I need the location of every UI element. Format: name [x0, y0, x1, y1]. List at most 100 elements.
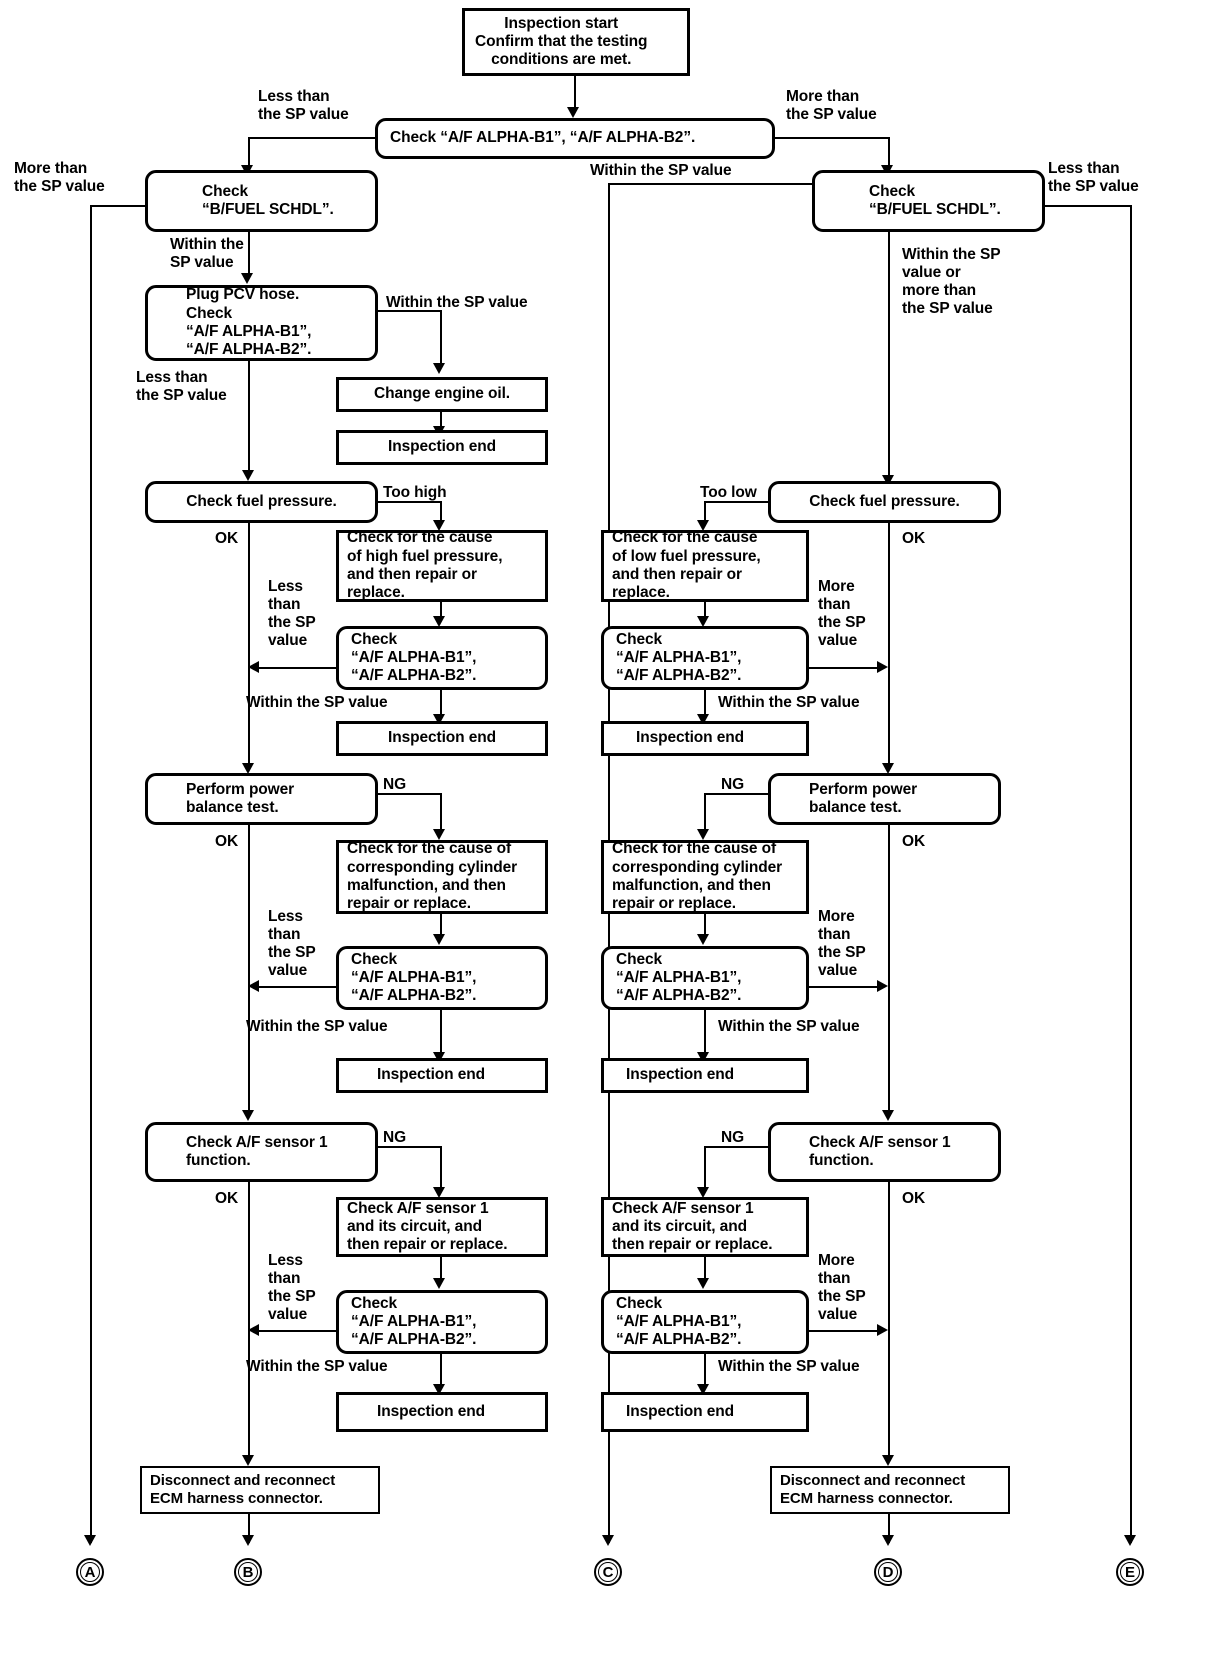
rail-A — [90, 205, 92, 1543]
label-more-than-sp-top-right: More than the SP value — [786, 88, 877, 123]
connector-pb-right-ok — [888, 825, 890, 1115]
connector-alpha-right-2-down — [704, 1010, 706, 1056]
arrow-alpha-right-3-back — [877, 1323, 888, 1336]
connector-alpha-left-1-down — [440, 690, 442, 718]
node-check-alpha-top: Check “A/F ALPHA-B1”, “A/F ALPHA-B2”. — [375, 118, 775, 159]
node-cause-high-fp: Check for the cause of high fuel pressur… — [336, 529, 548, 602]
terminal-E-label: E — [1124, 1563, 1135, 1581]
arrow-alpha-right-3-down — [697, 1384, 709, 1395]
connector-pcv-to-oil — [375, 310, 441, 312]
label-within-sp-pcv: Within the SP value — [386, 294, 528, 311]
node-cause-cylinder-left: Check for the cause of corresponding cyl… — [336, 840, 548, 914]
node-power-balance-right: Perform power balance test. — [768, 773, 1001, 825]
arrow-ecm-left-to-B — [241, 1535, 254, 1546]
node-inspection-start: Inspection start Confirm that the testin… — [462, 8, 690, 76]
node-cause-low-fp: Check for the cause of low fuel pressure… — [601, 529, 809, 602]
connector-alpha-left-2-down — [440, 1010, 442, 1056]
arrow-alpha-right-2-down — [697, 1052, 709, 1063]
arrow-afs-left-ng — [433, 1187, 445, 1198]
connector-afs-right-ng-down — [704, 1146, 706, 1191]
connector-afs-right-ng — [704, 1146, 771, 1148]
node-check-alpha-right-1: Check “A/F ALPHA-B1”, “A/F ALPHA-B2”. — [601, 626, 809, 690]
connector-top-right-down — [888, 137, 890, 170]
node-check-alpha-left-3: Check “A/F ALPHA-B1”, “A/F ALPHA-B2”. — [336, 1290, 548, 1354]
label-ng-right-pb: NG — [721, 776, 745, 793]
connector-alpha-right-1-back — [806, 667, 882, 669]
terminal-A-label: A — [84, 1563, 96, 1581]
arrow-high-fp-to-alpha — [433, 616, 445, 627]
label-ng-right-afs: NG — [721, 1129, 745, 1146]
connector-afs-left-ng-down — [440, 1146, 442, 1191]
rail-E — [1130, 205, 1132, 1543]
label-too-low: Too low — [700, 484, 757, 501]
connector-fp-right-too-low-down — [704, 501, 706, 524]
connector-pcv-to-oil-down — [440, 310, 442, 367]
connector-bfuel-right-down — [888, 232, 890, 480]
arrow-pb-left-ok — [241, 1110, 254, 1121]
arrow-rail-E — [1123, 1535, 1136, 1546]
arrow-alpha-right-1-down — [697, 714, 709, 725]
arrow-fp-left-ok — [241, 763, 254, 774]
connector-fp-left-too-high — [375, 501, 441, 503]
node-inspection-end-1: Inspection end — [336, 430, 548, 465]
node-ecm-harness-right: Disconnect and reconnect ECM harness con… — [770, 1466, 1010, 1514]
connector-afs-left-ng — [375, 1146, 441, 1148]
arrow-cyl-right-to-alpha — [697, 934, 709, 945]
connector-cyl-right-to-alpha — [704, 914, 706, 938]
connector-alpha-right-1-down — [704, 690, 706, 718]
connector-fp-right-too-low — [704, 501, 771, 503]
label-ng-left-afs: NG — [383, 1129, 407, 1146]
label-less-than-sp-pcv: Less than the SP value — [136, 369, 227, 404]
arrow-alpha-left-2-back — [248, 979, 259, 992]
connector-alpha-right-2-back — [806, 986, 882, 988]
arrow-afs-right-ok — [881, 1455, 894, 1466]
node-check-alpha-left-1: Check “A/F ALPHA-B1”, “A/F ALPHA-B2”. — [336, 626, 548, 690]
arrow-alpha-right-1-back — [877, 660, 888, 673]
connector-alpha-left-3-down — [440, 1354, 442, 1388]
arrow-pb-right-ok — [881, 1110, 894, 1121]
connector-top-left-branch — [248, 137, 378, 139]
label-less-than-sp-right-rail: Less than the SP value — [1048, 160, 1139, 195]
terminal-A: A — [76, 1558, 104, 1586]
connector-ecm-right-to-D — [888, 1514, 890, 1543]
node-check-alpha-right-3: Check “A/F ALPHA-B1”, “A/F ALPHA-B2”. — [601, 1290, 809, 1354]
arrow-afsc-left-to-alpha — [433, 1278, 445, 1289]
connector-pb-left-ng-down — [440, 793, 442, 833]
terminal-C: C — [594, 1558, 622, 1586]
connector-alpha-right-3-back — [806, 1330, 882, 1332]
label-more-than-sp-left-rail: More than the SP value — [14, 160, 105, 195]
arrow-alpha-left-2-down — [433, 1052, 445, 1063]
arrow-cyl-left-to-alpha — [433, 934, 445, 945]
connector-top-left-down — [248, 137, 250, 170]
label-less-than-sp-narrow-left-1: Less than the SP value — [268, 578, 316, 649]
connector-pcv-down — [248, 361, 250, 475]
node-cause-cylinder-right: Check for the cause of corresponding cyl… — [601, 840, 809, 914]
arrow-low-fp-to-alpha — [697, 616, 709, 627]
arrow-bfuel-right-down — [881, 475, 894, 486]
arrow-pb-left-ng — [433, 829, 445, 840]
terminal-B: B — [234, 1558, 262, 1586]
node-af-sensor-circuit-left: Check A/F sensor 1 and its circuit, and … — [336, 1197, 548, 1257]
connector-fp-left-too-high-down — [440, 501, 442, 524]
label-more-than-sp-narrow-right-2: More than the SP value — [818, 908, 866, 979]
label-within-sp-right-1: Within the SP value — [718, 694, 860, 711]
node-check-fuel-pressure-right: Check fuel pressure. — [768, 481, 1001, 523]
node-inspection-end-5: Inspection end — [601, 721, 809, 756]
node-check-alpha-left-2: Check “A/F ALPHA-B1”, “A/F ALPHA-B2”. — [336, 946, 548, 1010]
arrow-bfuel-left-down — [241, 273, 253, 284]
terminal-D-label: D — [882, 1563, 894, 1581]
label-within-sp-center: Within the SP value — [590, 162, 732, 179]
arrow-alpha-left-3-down — [433, 1384, 445, 1395]
arrow-ecm-right-to-D — [881, 1535, 894, 1546]
arrow-afsc-right-to-alpha — [697, 1278, 709, 1289]
label-within-sp-right-2: Within the SP value — [718, 1018, 860, 1035]
connector-afs-left-ok — [248, 1182, 250, 1462]
connector-pb-left-ok — [248, 825, 250, 1115]
node-power-balance-left: Perform power balance test. — [145, 773, 378, 825]
arrow-rail-C — [601, 1535, 614, 1546]
node-check-bfuel-right: Check “B/FUEL SCHDL”. — [812, 170, 1045, 232]
connector-bfuel-left-to-A — [90, 205, 146, 207]
arrow-fp-right-too-low — [697, 520, 709, 531]
label-within-sp-left-1: Within the SP value — [246, 694, 388, 711]
connector-pb-right-ng-down — [704, 793, 706, 833]
